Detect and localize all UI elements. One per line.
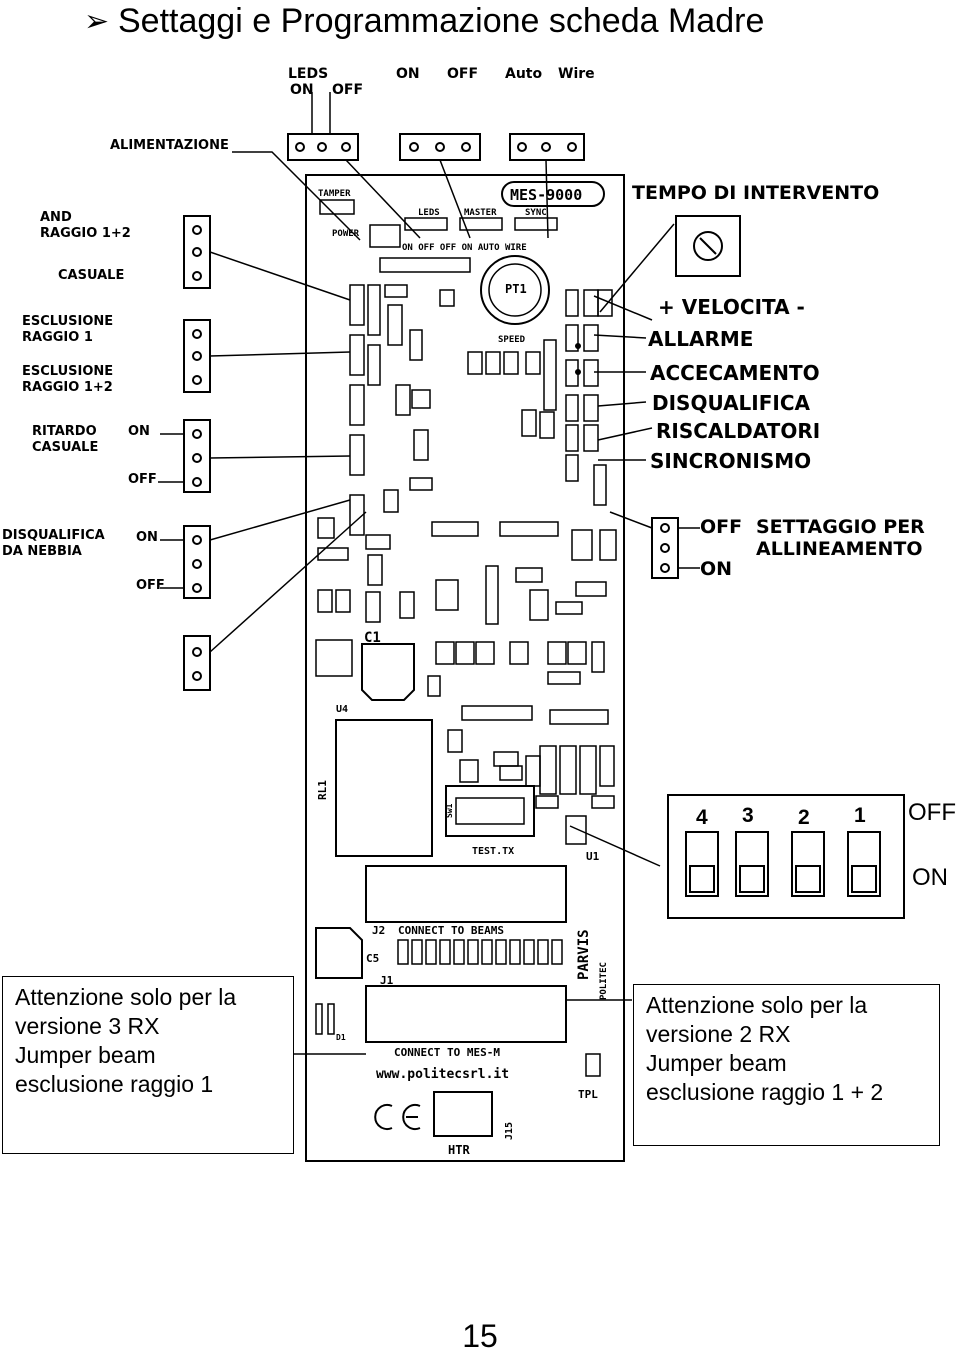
pcb-outline [305,174,625,1162]
bullet-arrow-icon: ➢ [84,5,110,38]
nebbia-on-label: ON [136,530,158,545]
svg-text:PARVIS: PARVIS [576,929,592,980]
note-right: Attenzione solo per la versione 2 RX Jum… [633,984,940,1146]
dip-on-label: ON [912,864,948,891]
page-number: 15 [462,1318,498,1354]
pt1-trimmer [480,255,550,325]
master-off-label: OFF [447,66,479,82]
riscaldatori-label: RISCALDATORI [656,419,821,443]
sincronismo-label: SINCRONISMO [650,449,812,473]
esclusione-raggio1-label: ESCLUSIONE RAGGIO 1 [22,314,114,345]
capacitor-c1 [361,643,415,701]
leds-off-label: OFF [332,82,364,98]
and-raggio-label: AND RAGGIO 1+2 [40,210,131,241]
allarme-label: ALLARME [648,327,754,351]
svg-text:CONNECT TO MES-M: CONNECT TO MES-M [394,1046,500,1059]
accecamento-label: ACCECAMENTO [650,361,820,385]
note-left: Attenzione solo per la versione 3 RX Jum… [2,976,294,1154]
dip-number-1: 1 [854,804,866,827]
dip-number-4: 4 [696,806,708,829]
dip-number-2: 2 [798,806,810,829]
tempo-intervento-label: TEMPO DI INTERVENTO [632,182,880,204]
connector-j1 [365,985,567,1043]
settaggio-allineamento-label: SETTAGGIO PER ALLINEAMENTO [756,516,925,560]
svg-text:J1: J1 [380,974,394,987]
svg-text:ON OFF OFF ON AUTO WIRE: ON OFF OFF ON AUTO WIRE [402,243,527,253]
allineamento-off-label: OFF [700,516,743,538]
board-website: www.politecsrl.it [376,1067,509,1082]
dip-switch-body [667,794,905,919]
svg-text:TPL: TPL [578,1088,598,1101]
svg-text:C1: C1 [364,630,381,646]
dip-number-3: 3 [742,804,754,827]
board-diagram: MES-9000 TAMPER POWER LEDS MASTER SYNC O… [158,92,905,1162]
svg-text:RL1: RL1 [316,780,329,800]
master-on-label: ON [396,66,420,82]
dip-off-label: OFF [908,799,956,826]
page-title: Settaggi e Programmazione scheda Madre [118,2,765,40]
ritardo-on-label: ON [128,424,150,439]
sync-wire-label: Wire [558,66,595,82]
casuale-label: CASUALE [58,268,125,283]
tempo-trimmer-box [675,215,741,277]
alimentazione-label: ALIMENTAZIONE [110,138,229,153]
svg-text:J15: J15 [504,1122,515,1140]
leds-on-label: ON [290,82,314,98]
svg-text:U1: U1 [586,850,600,863]
svg-text:CONNECT TO BEAMS: CONNECT TO BEAMS [398,924,504,937]
svg-text:J2: J2 [372,924,385,937]
svg-text:D1: D1 [336,1033,346,1042]
htr-connector [433,1091,493,1137]
svg-text:Sw1: Sw1 [445,803,454,818]
svg-text:U4: U4 [336,704,348,715]
leds-label: LEDS [288,66,329,82]
connector-j2 [365,865,567,923]
svg-text:MASTER: MASTER [464,208,497,218]
svg-text:SPEED: SPEED [498,335,526,345]
svg-text:C5: C5 [366,952,379,965]
disqualifica-nebbia-label: DISQUALIFICA DA NEBBIA [2,528,105,559]
svg-text:SYNC: SYNC [525,208,547,218]
svg-text:PT1: PT1 [505,282,527,296]
velocita-label: + VELOCITA - [658,295,805,319]
relay-rl1 [335,719,433,857]
svg-text:POWER: POWER [332,229,360,239]
nebbia-off-label: OFF [136,578,165,593]
allineamento-on-label: ON [700,558,733,580]
svg-text:LEDS: LEDS [418,208,440,218]
sync-auto-label: Auto [505,66,543,82]
disqualifica-label: DISQUALIFICA [652,391,810,415]
ritardo-casuale-label: RITARDO CASUALE [32,424,99,455]
svg-text:POLITEC: POLITEC [599,962,609,1000]
svg-text:TAMPER: TAMPER [318,189,351,199]
test-tx-switch [445,785,535,837]
svg-text:TEST.TX: TEST.TX [472,846,514,857]
ritardo-off-label: OFF [128,472,157,487]
esclusione-raggio12-label: ESCLUSIONE RAGGIO 1+2 [22,364,114,395]
model-box [501,181,605,207]
svg-text:HTR: HTR [448,1143,470,1157]
board-model-label: MES-9000 [510,186,582,204]
